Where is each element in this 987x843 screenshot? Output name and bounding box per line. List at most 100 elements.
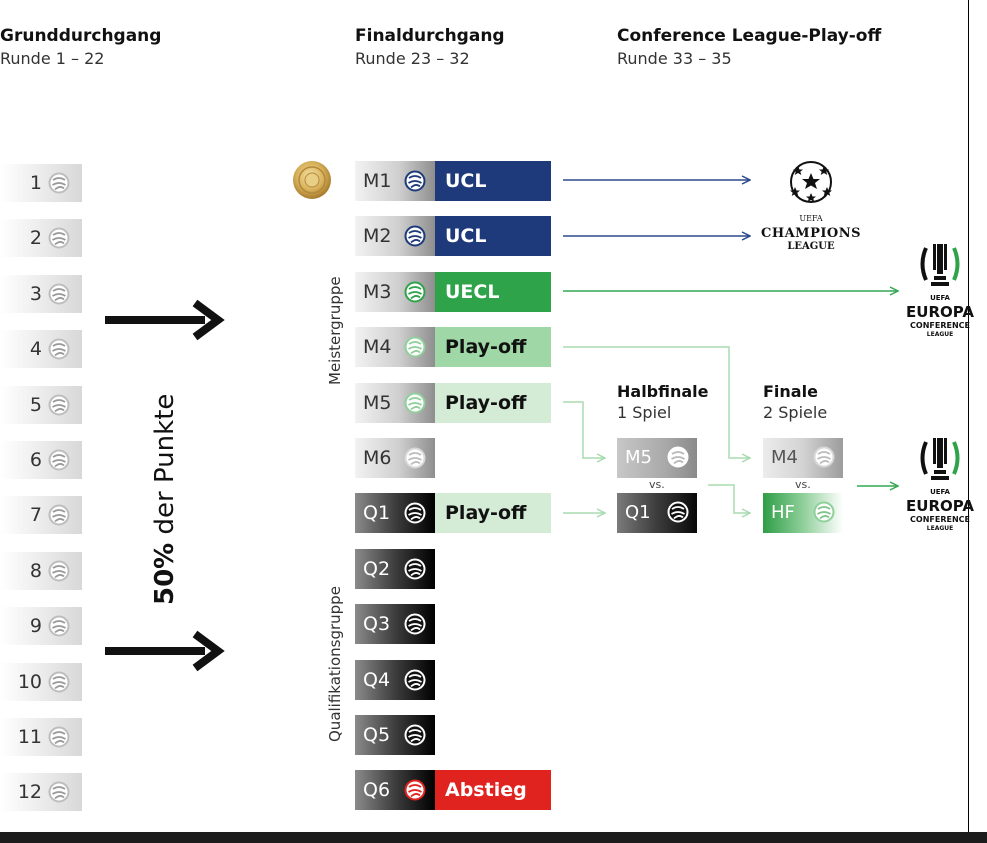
frame-border-right: [968, 0, 969, 832]
grunddurchgang-place: 7: [0, 496, 82, 534]
ucl-logo-line2: LEAGUE: [787, 241, 835, 252]
finale-home-label: M4: [771, 447, 798, 468]
conference-league-logo-top: UEFA EUROPA CONFERENCE LEAGUE: [905, 242, 975, 352]
seed-label: M3: [363, 281, 392, 303]
bundesliga-ball-icon: [48, 172, 70, 198]
place-number: 10: [17, 671, 42, 693]
finaldurchgang-rounds: Runde 23 – 32: [355, 49, 470, 68]
halbfinale-away-box: Q1: [617, 493, 697, 533]
m5-to-halbfinale-arrow: [563, 401, 605, 458]
ucl-logo-line1: CHAMPIONS: [760, 226, 862, 241]
seed-box-m2: M2: [355, 216, 435, 256]
uecl-logo-line2: CONFERENCE: [910, 515, 970, 524]
grunddurchgang-place: 11: [0, 718, 82, 756]
ucl-logo-uefa: UEFA: [799, 214, 823, 223]
grunddurchgang-place: 6: [0, 441, 82, 479]
conference-playoff-title: Conference League-Play-off: [617, 26, 882, 46]
place-number: 8: [29, 560, 42, 582]
conference-trophy-icon: [920, 244, 960, 286]
seed-label: Q6: [363, 779, 391, 801]
grunddurchgang-place: 10: [0, 663, 82, 701]
bundesliga-ball-icon: [813, 446, 835, 472]
place-number: 3: [29, 283, 42, 305]
place-number: 9: [29, 615, 42, 637]
grunddurchgang-place: 2: [0, 219, 82, 257]
bundesliga-ball-icon: [404, 392, 426, 418]
seed-box-q6: Q6: [355, 770, 435, 810]
bundesliga-ball-icon: [404, 613, 426, 639]
seed-box-q1: Q1: [355, 493, 435, 533]
seed-label: M2: [363, 225, 392, 247]
grunddurchgang-place: 4: [0, 330, 82, 368]
bundesliga-ball-icon: [48, 394, 70, 420]
conference-trophy-icon: [920, 438, 960, 480]
seed-label: Q2: [363, 558, 391, 580]
seed-label: Q4: [363, 669, 391, 691]
bundesliga-ball-icon: [48, 560, 70, 586]
bundesliga-ball-icon: [48, 283, 70, 309]
uecl-logo-line3: LEAGUE: [926, 331, 954, 338]
finale-away-box: HF: [763, 493, 843, 533]
seed-box-m5: M5: [355, 383, 435, 423]
bundesliga-ball-icon: [404, 336, 426, 362]
seed-box-q2: Q2: [355, 549, 435, 589]
seed-box-m6: M6: [355, 438, 435, 478]
finale-sub: 2 Spiele: [763, 403, 828, 422]
bundesliga-ball-icon: [48, 227, 70, 253]
seed-label: M6: [363, 447, 392, 469]
bundesliga-ball-icon: [48, 449, 70, 475]
bundesliga-ball-icon: [48, 726, 70, 752]
finale-title: Finale: [763, 382, 818, 401]
halbfinale-sub: 1 Spiel: [617, 403, 672, 422]
bundesliga-ball-icon: [404, 779, 426, 805]
seed-box-q3: Q3: [355, 604, 435, 644]
halbfinale-home-box: M5: [617, 438, 697, 478]
conference-league-logo-bottom: UEFA EUROPA CONFERENCE LEAGUE: [905, 436, 975, 546]
uecl-logo-line2: CONFERENCE: [910, 321, 970, 330]
bundesliga-ball-icon: [404, 281, 426, 307]
bundesliga-ball-icon: [48, 671, 70, 697]
champions-league-logo: UEFA CHAMPIONS LEAGUE: [755, 158, 867, 258]
status-badge-m3: UECL: [435, 272, 551, 312]
halbfinale-title: Halbfinale: [617, 382, 709, 401]
uecl-logo-line3: LEAGUE: [926, 525, 954, 532]
starball-icon: [790, 161, 832, 203]
place-number: 6: [29, 449, 42, 471]
seed-box-m4: M4: [355, 327, 435, 367]
halbfinale-vs: vs.: [649, 478, 665, 491]
seed-label: Q1: [363, 502, 391, 524]
bundesliga-ball-icon: [48, 504, 70, 530]
seed-label: Q5: [363, 724, 391, 746]
finale-away-label: HF: [771, 502, 795, 523]
seed-box-q4: Q4: [355, 660, 435, 700]
grunddurchgang-place: 9: [0, 607, 82, 645]
bundesliga-ball-icon: [404, 447, 426, 473]
bundesliga-ball-icon: [404, 558, 426, 584]
place-number: 4: [29, 338, 42, 360]
grunddurchgang-title: Grunddurchgang: [0, 26, 162, 46]
m4-to-final-arrow: [563, 346, 750, 458]
uecl-logo-uefa: UEFA: [930, 294, 950, 302]
grunddurchgang-place: 8: [0, 552, 82, 590]
status-badge-m1: UCL: [435, 161, 551, 201]
finale-vs: vs.: [795, 478, 811, 491]
uecl-logo-line1: EUROPA: [906, 497, 974, 515]
conference-playoff-rounds: Runde 33 – 35: [617, 49, 732, 68]
bundesliga-ball-icon: [404, 724, 426, 750]
seed-label: M4: [363, 336, 392, 358]
bundesliga-ball-icon: [48, 615, 70, 641]
halbfinale-away-label: Q1: [625, 502, 651, 523]
grunddurchgang-place: 3: [0, 275, 82, 313]
bundesliga-ball-icon: [404, 669, 426, 695]
finale-home-box: M4: [763, 438, 843, 478]
grunddurchgang-place: 5: [0, 386, 82, 424]
championship-medal-icon: [293, 161, 331, 199]
seed-box-m3: M3: [355, 272, 435, 312]
halbfinale-to-final-arrow: [708, 484, 750, 513]
status-badge-m5: Play-off: [435, 383, 551, 423]
status-badge-m4: Play-off: [435, 327, 551, 367]
place-number: 2: [29, 227, 42, 249]
bundesliga-ball-icon: [48, 781, 70, 807]
